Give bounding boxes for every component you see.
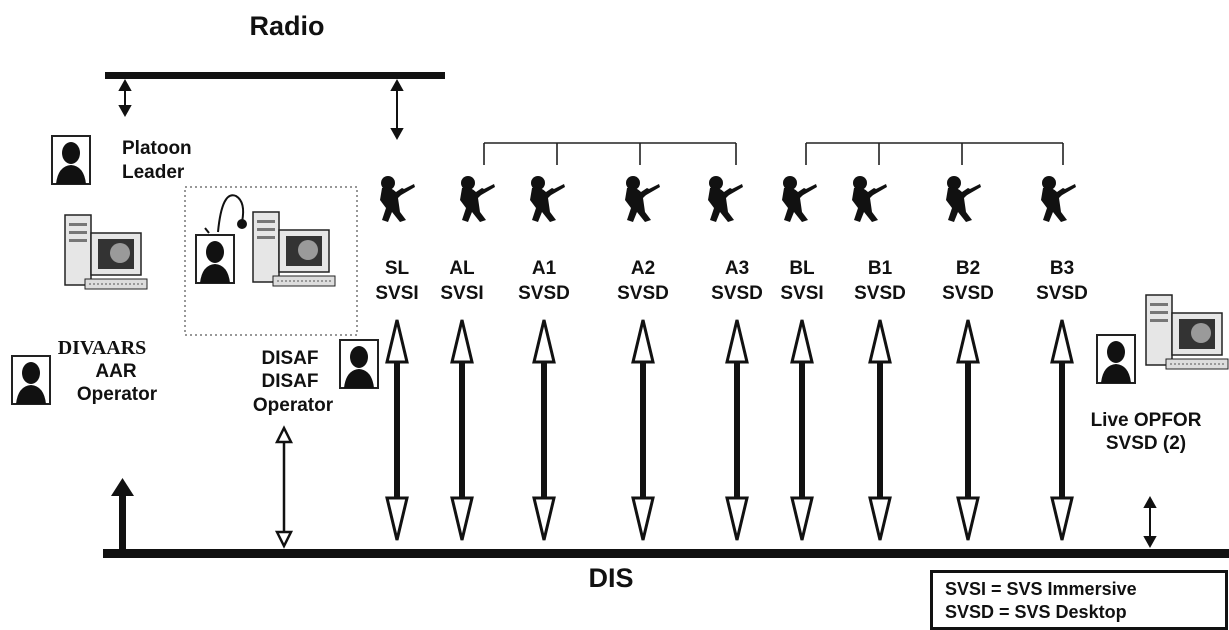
legend-entry: SVSI = SVS Immersive bbox=[945, 579, 1137, 600]
disaf-person-icon bbox=[196, 235, 234, 283]
soldier-dis-arrow bbox=[870, 320, 890, 540]
headset-icon bbox=[205, 195, 246, 233]
live-opfor-label-line2: SVSD (2) bbox=[1106, 433, 1186, 454]
disaf-operator-person-icon bbox=[340, 340, 378, 388]
soldier-dis-arrow bbox=[452, 320, 472, 540]
disaf-label-line1: DISAF bbox=[262, 348, 319, 369]
soldier-label-line2: SVSI bbox=[780, 283, 823, 304]
soldier-dis-arrow bbox=[727, 320, 747, 540]
soldier-dis-arrow bbox=[534, 320, 554, 540]
soldier-label-line1: A2 bbox=[631, 258, 655, 279]
soldier-icon bbox=[708, 176, 743, 222]
divaars-label-line1: DIVAARS bbox=[58, 338, 147, 359]
soldier-icon bbox=[782, 176, 817, 222]
fire-team-a-bracket bbox=[484, 143, 736, 165]
soldier-dis-arrow bbox=[958, 320, 978, 540]
soldier-label-line1: B2 bbox=[956, 258, 980, 279]
radio-arrow-left bbox=[120, 81, 130, 115]
soldier-label-line2: SVSD bbox=[518, 283, 570, 304]
disaf-computer-icon bbox=[253, 212, 335, 286]
soldier-label-line2: SVSI bbox=[375, 283, 418, 304]
soldier-label-line2: SVSI bbox=[440, 283, 483, 304]
radio-arrow-right bbox=[392, 81, 402, 138]
platoon-leader-label-line1: Platoon bbox=[122, 138, 192, 159]
soldier-label-line1: SL bbox=[385, 258, 409, 279]
legend-entry: SVSD = SVS Desktop bbox=[945, 602, 1127, 623]
disaf-label-line2: DISAF bbox=[262, 371, 319, 392]
soldier-label-line2: SVSD bbox=[1036, 283, 1088, 304]
platoon-leader-label-line2: Leader bbox=[122, 162, 184, 183]
divaars-label-line3: Operator bbox=[77, 384, 157, 405]
radio-bus-line bbox=[105, 72, 445, 79]
soldier-icon bbox=[380, 176, 415, 222]
divaars-dis-arrow bbox=[111, 478, 134, 550]
disaf-dis-arrow bbox=[277, 428, 291, 546]
soldier-icon bbox=[460, 176, 495, 222]
fire-team-b-bracket bbox=[806, 143, 1063, 165]
dis-bus-line bbox=[103, 549, 1229, 558]
network-diagram bbox=[0, 0, 1229, 615]
soldier-dis-arrow bbox=[387, 320, 407, 540]
divaars-label-line2: AAR bbox=[95, 361, 136, 382]
soldier-label-line2: SVSD bbox=[617, 283, 669, 304]
soldier-label-line1: A3 bbox=[725, 258, 749, 279]
live-opfor-label-line1: Live OPFOR bbox=[1091, 410, 1202, 431]
dis-label: DIS bbox=[588, 568, 633, 589]
soldier-label-line2: SVSD bbox=[854, 283, 906, 304]
soldier-dis-arrow bbox=[1052, 320, 1072, 540]
soldier-label-line1: B1 bbox=[868, 258, 892, 279]
soldier-dis-arrow bbox=[792, 320, 812, 540]
soldier-dis-arrow bbox=[633, 320, 653, 540]
legend-box: SVSI = SVS Immersive SVSD = SVS Desktop bbox=[930, 570, 1228, 630]
soldier-label-line2: SVSD bbox=[942, 283, 994, 304]
soldier-label-line1: AL bbox=[449, 258, 474, 279]
divaars-operator-person-icon bbox=[12, 356, 50, 404]
soldier-label-line1: BL bbox=[789, 258, 814, 279]
soldier-icon bbox=[530, 176, 565, 222]
platoon-leader-person-icon bbox=[52, 136, 90, 184]
soldier-icon bbox=[852, 176, 887, 222]
soldier-label-line1: B3 bbox=[1050, 258, 1074, 279]
opfor-computer-icon bbox=[1146, 295, 1228, 369]
opfor-person-icon bbox=[1097, 335, 1135, 383]
divaars-computer-icon bbox=[65, 215, 147, 289]
radio-label: Radio bbox=[249, 16, 324, 37]
soldier-icon bbox=[946, 176, 981, 222]
soldier-icon bbox=[1041, 176, 1076, 222]
soldier-label-line2: SVSD bbox=[711, 283, 763, 304]
disaf-label-line3: Operator bbox=[253, 395, 333, 416]
opfor-dis-arrow bbox=[1145, 498, 1155, 546]
soldier-label-line1: A1 bbox=[532, 258, 556, 279]
soldier-icon bbox=[625, 176, 660, 222]
